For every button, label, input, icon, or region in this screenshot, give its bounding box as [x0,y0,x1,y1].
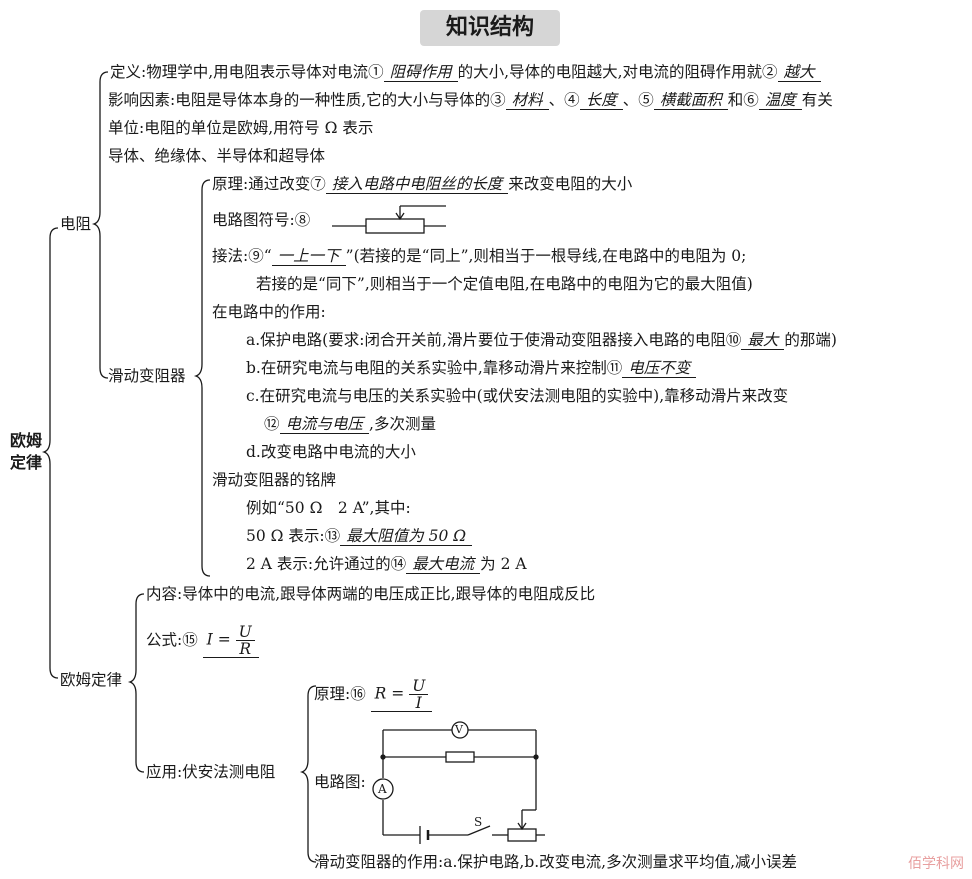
formula-label: 公式:⑮ [146,631,198,649]
resistance-conductors: 导体、绝缘体、半导体和超导体 [108,147,326,165]
rheostat-example: 例如“50 Ω 2 A”,其中: [246,499,411,517]
principle-left: R = [374,684,405,703]
factor-text-b: 、④ [548,91,580,109]
blank-9: 一上一下 [271,247,346,266]
role-b-text: b.在研究电流与电阻的关系实验中,靠移动滑片来控制⑪ [246,359,623,377]
switch-label: S [474,815,483,829]
watermark: 佰学科网 [908,856,964,872]
principle-text-b: 来改变电阻的大小 [508,175,633,193]
rheostat-plate: 滑动变阻器的铭牌 [212,471,337,489]
blank-7: 接入电路中电阻丝的长度 [325,175,509,194]
formula-denominator: R [239,640,252,658]
ammeter-label: A [378,782,387,796]
role-a-text: a.保护电路(要求:闭合开关前,滑片要位于使滑动变阻器接入电路的电阻⑩ [246,331,742,349]
formula-left: I = [206,630,231,649]
rheostat-role-c: c.在研究电流与电压的关系实验中(或伏安法测电阻的实验中),靠移动滑片来改变 [246,387,789,405]
factor-text-c: 、⑤ [622,91,654,109]
rheostat-symbol [332,205,446,234]
conn-text-a: 接法:⑨“ [212,247,272,265]
factor-text-a: 影响因素:电阻是导体本身的一种性质,它的大小与导体的③ [108,91,506,109]
blank-2: 越大 [777,63,821,82]
blank-5: 横截面积 [653,91,728,110]
ohm-content: 内容:导体中的电流,跟导体两端的电压成正比,跟导体的电阻成反比 [146,585,596,603]
voltmeter-label: V [455,723,463,736]
blank-4: 长度 [579,91,623,110]
formula-numerator: U [235,624,255,641]
amp-text-a: 2 A 表示:允许通过的⑭ [246,555,407,573]
rheostat-connection-2: 若接的是“同下”,则相当于一个定值电阻,在电路中的电阻为它的最大阻值) [256,275,753,293]
ohm-text: 50 Ω 表示:⑬ [246,527,341,545]
rheostat-symbol-label: 电路图符号:⑧ [212,211,311,229]
role-c2-text-b: ,多次测量 [369,415,436,433]
resistance-unit: 单位:电阻的单位是欧姆,用符号 Ω 表示 [108,119,374,137]
branch-ohm-label: 欧姆定律 [60,671,123,689]
def-text-b: 的大小,导体的电阻越大,对电流的阻碍作用就② [457,63,778,81]
page-title: 知识结构 [420,10,560,46]
rheostat-role-d: d.改变电路中电流的大小 [246,443,416,461]
blank-1: 阻碍作用 [383,63,458,82]
factor-text-e: 有关 [801,91,833,109]
principle-denominator: I [415,694,422,712]
blank-10: 最大 [741,331,785,350]
blank-13: 最大阻值为 50 Ω [340,527,473,546]
rheostat-label: 滑动变阻器 [108,367,186,385]
ohm-rheostat-role: 滑动变阻器的作用:a.保护电路,b.改变电流,多次测量求平均值,减小误差 [314,853,798,871]
rheostat-role-title: 在电路中的作用: [212,303,326,321]
blank-11: 电压不变 [622,359,697,378]
role-a-text-2: 的那端) [784,331,837,349]
circuit-diagram-label: 电路图: [314,773,366,791]
principle-label: 原理:⑯ [314,685,366,703]
ohm-application: 应用:伏安法测电阻 [146,763,276,781]
conn-text-b: ”(若接的是“同上”,则相当于一根导线,在电路中的电阻为 0; [345,247,747,265]
principle-numerator: U [409,678,429,695]
blank-3: 材料 [505,91,549,110]
principle-text-a: 原理:通过改变⑦ [212,175,326,193]
def-text-a: 定义:物理学中,用电阻表示导体对电流① [110,63,384,81]
blank-12: 电流与电压 [279,415,370,434]
blank-14: 最大电流 [406,555,481,574]
circuit-diagram [372,721,545,844]
branch-resistance-label: 电阻 [60,215,92,233]
rheostat-connection: 接法:⑨“一上一下”(若接的是“同上”,则相当于一根导线,在电路中的电阻为 0; [212,246,746,266]
role-c2-text-a: ⑫ [264,415,280,433]
root-label: 欧姆定律 [10,431,43,472]
blank-6: 温度 [758,91,802,110]
amp-text-b: 为 2 A [480,555,527,573]
factor-text-d: 和⑥ [727,91,759,109]
